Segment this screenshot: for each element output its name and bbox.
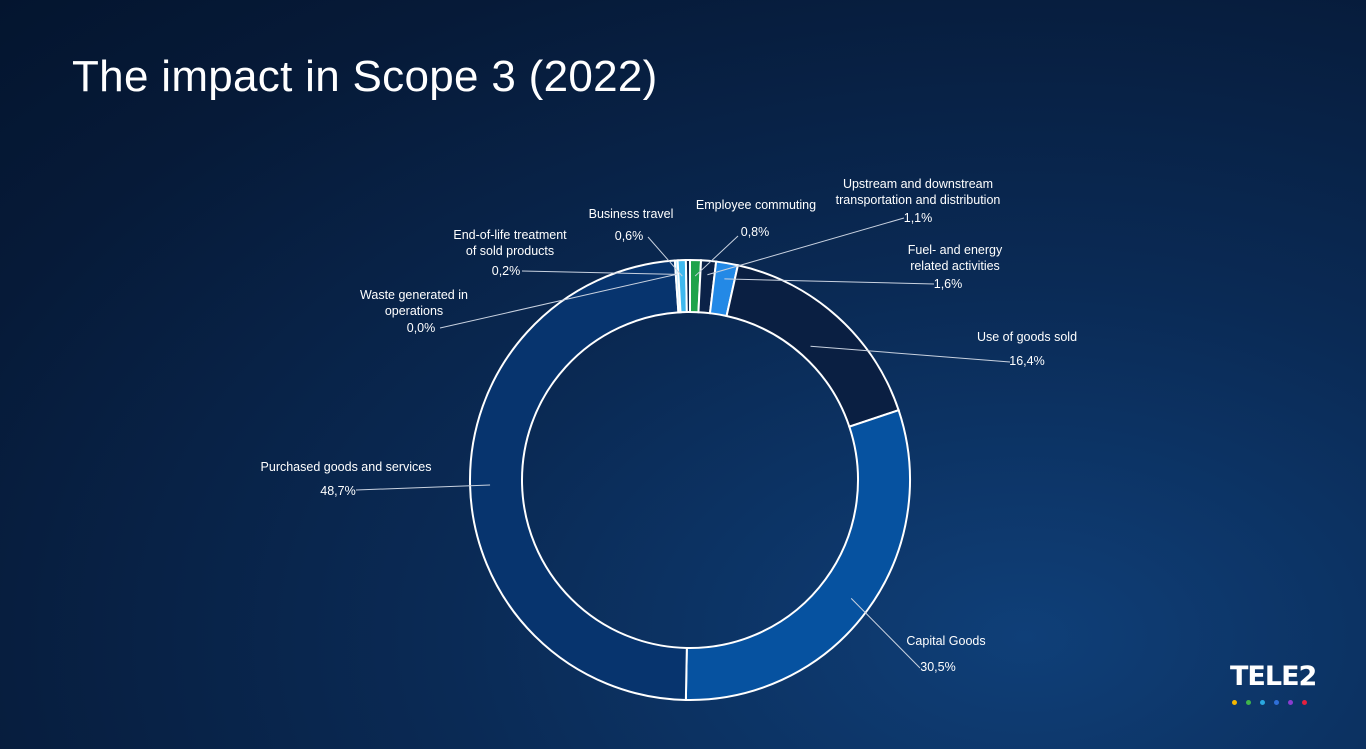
slice-label-employee-commuting: Employee commuting [696,198,816,212]
slice-label-purchased-goods-and-services: Purchased goods and services [261,460,432,474]
slice-value-upstream-and-downstream-transportation-and-distribution: 1,1% [904,211,933,225]
leader-line-business-travel [647,236,683,277]
tele2-logo-dot [1274,700,1279,705]
slice-value-business-travel: 0,6% [615,229,644,243]
tele2-logo: TELE2 [1230,662,1322,705]
leader-line-waste-generated-in-operations [439,274,676,329]
slide-title: The impact in Scope 3 (2022) [72,52,658,101]
donut-slice-capital-goods [684,408,911,701]
slice-value-capital-goods: 30,5% [920,660,955,674]
leader-line-upstream-and-downstream-transportation-and-distribution [707,217,905,276]
tele2-logo-dot [1246,700,1251,705]
slice-value-fuel-and-energy-related-activities: 1,6% [934,277,963,291]
tele2-logo-dot [1302,700,1307,705]
tele2-logo-dots [1230,700,1322,705]
tele2-logo-dot [1288,700,1293,705]
tele2-logo-dot [1232,700,1237,705]
leader-line-capital-goods [850,598,921,669]
leader-line-employee-commuting [694,235,739,277]
slice-value-use-of-goods-sold: 16,4% [1009,354,1044,368]
slice-value-purchased-goods-and-services: 48,7% [320,484,355,498]
leader-line-fuel-and-energy-related-activities [724,278,935,285]
tele2-logo-dot [1260,700,1265,705]
leader-line-purchased-goods-and-services [355,484,491,491]
slice-value-employee-commuting: 0,8% [741,225,770,239]
slice-value-end-of-life-treatment-of-sold-products: 0,2% [492,264,521,278]
donut-slice-purchased-goods-and-services [469,259,688,701]
slice-label-business-travel: Business travel [589,207,674,221]
slice-value-waste-generated-in-operations: 0,0% [407,321,436,335]
slice-label-use-of-goods-sold: Use of goods sold [977,330,1077,344]
donut-slice-unlabeled [684,258,691,314]
leader-line-end-of-life-treatment-of-sold-products [521,270,678,275]
leader-line-use-of-goods-sold [810,345,1011,363]
tele2-logo-text: TELE2 [1230,661,1317,692]
slice-label-capital-goods: Capital Goods [906,634,985,648]
